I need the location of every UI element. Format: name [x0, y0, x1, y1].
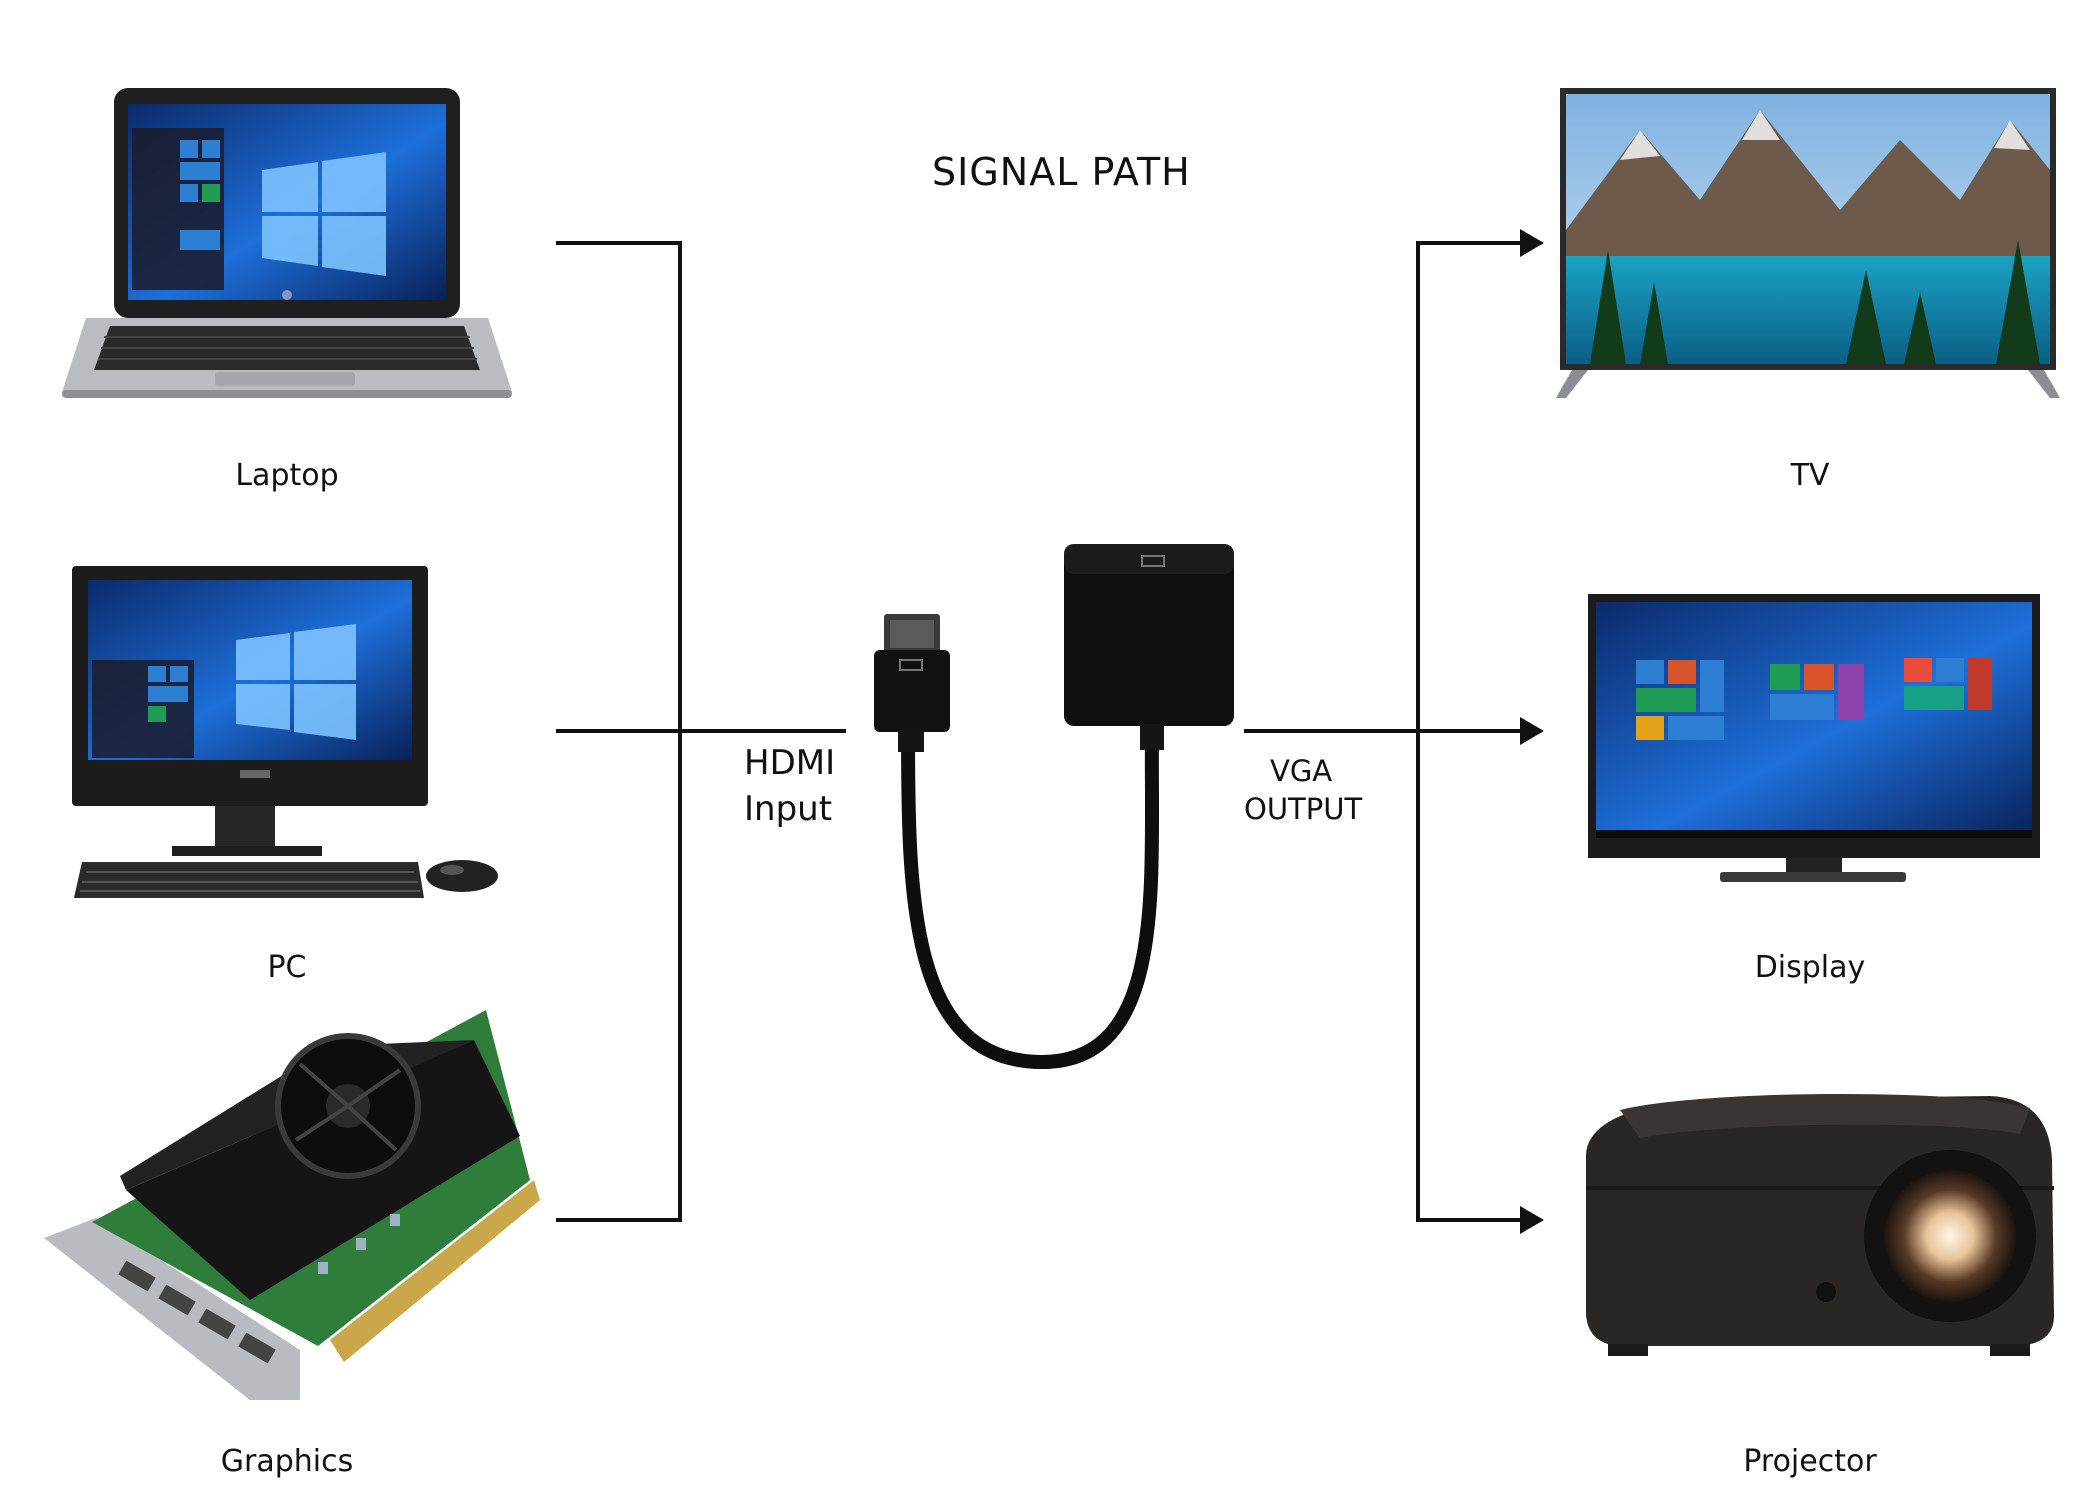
tv-icon: [1556, 88, 2060, 398]
hdmi-input-line1: HDMI: [744, 743, 836, 783]
desktop-pc-icon: [72, 566, 498, 898]
input-connector-lines: [556, 241, 846, 1222]
input-label-laptop: Laptop: [235, 458, 339, 493]
vga-output-label: VGA OUTPUT: [1244, 752, 1362, 828]
connector-output-trunk: [1416, 241, 1541, 1222]
input-label-graphics: Graphics: [220, 1444, 354, 1479]
laptop-icon: [62, 88, 512, 398]
output-label-display: Display: [1754, 950, 1866, 985]
output-arrowheads: [1520, 229, 1544, 1234]
hdmi-input-line2: Input: [744, 789, 833, 829]
hdmi-to-vga-adapter-icon: [874, 544, 1234, 1070]
arrow-to-display: [1520, 717, 1544, 745]
output-label-tv: TV: [1790, 458, 1830, 493]
output-connector-lines: [1244, 241, 1541, 1222]
hdmi-input-label: HDMI Input: [744, 740, 835, 832]
vga-output-line1: VGA: [1270, 754, 1333, 788]
monitor-icon: [1588, 594, 2040, 882]
arrow-to-projector: [1520, 1206, 1544, 1234]
graphics-card-icon: [44, 1010, 540, 1400]
projector-icon: [1586, 1093, 2054, 1356]
output-label-projector: Projector: [1743, 1444, 1877, 1479]
input-label-pc: PC: [267, 950, 307, 985]
diagram-title: SIGNAL PATH: [932, 150, 1191, 194]
vga-output-line2: OUTPUT: [1244, 792, 1363, 826]
arrow-to-tv: [1520, 229, 1544, 257]
